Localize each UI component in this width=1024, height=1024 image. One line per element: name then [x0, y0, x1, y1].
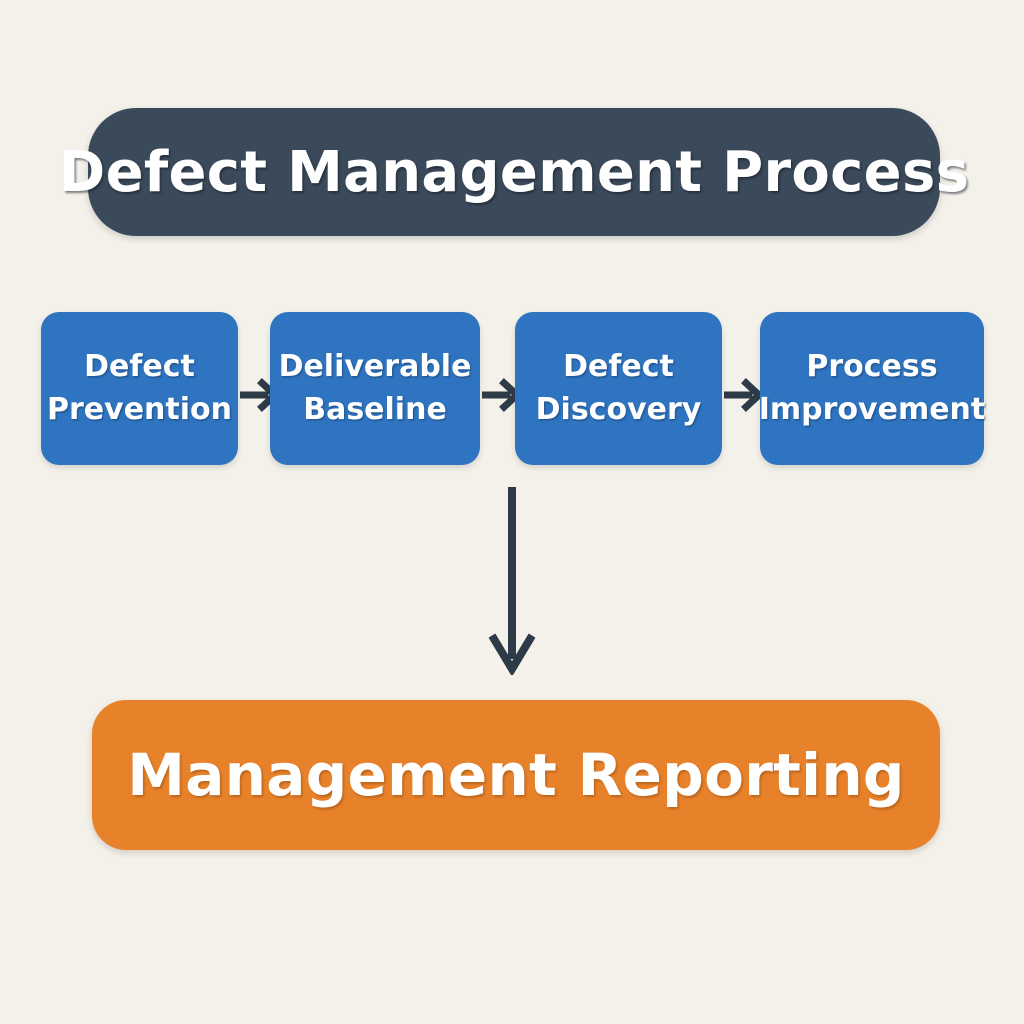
process-step-label-line1: Defect — [563, 348, 674, 384]
diagram-title: Defect Management Process — [58, 139, 970, 205]
process-step-defect-discovery[interactable]: Defect Discovery — [515, 312, 722, 465]
process-step-label-line1: Deliverable — [278, 348, 472, 384]
process-step-defect-prevention[interactable]: Defect Prevention — [41, 312, 238, 465]
process-step-deliverable-baseline[interactable]: Deliverable Baseline — [270, 312, 480, 465]
process-step-row: Defect Prevention Deliverable Baseline — [0, 312, 1024, 466]
arrow-down-icon — [486, 486, 538, 677]
process-step-label-line1: Process — [806, 348, 938, 384]
process-step-label-line2: Improvement — [758, 391, 986, 427]
footer-title: Management Reporting — [127, 741, 905, 809]
process-step-process-improvement[interactable]: Process Improvement — [758, 312, 986, 465]
footer-banner: Management Reporting — [92, 700, 940, 850]
process-step-label-line2: Discovery — [535, 391, 702, 427]
arrow-right-icon — [721, 378, 766, 412]
process-step-label-line2: Baseline — [303, 391, 447, 427]
header-banner: Defect Management Process — [59, 108, 969, 236]
process-step-label-line2: Prevention — [47, 391, 232, 427]
process-step-label-line1: Defect — [84, 348, 195, 384]
